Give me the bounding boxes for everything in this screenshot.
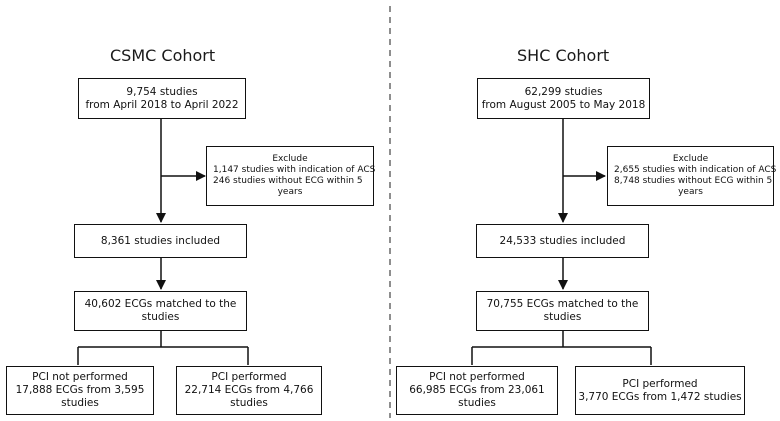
shc-not-performed-line-2: 66,985 ECGs from 23,061 bbox=[409, 384, 545, 396]
shc-pci-performed-box: PCI performed 3,770 ECGs from 1,472 stud… bbox=[575, 366, 745, 415]
shc-matched-line-1: 70,755 ECGs matched to the bbox=[486, 298, 639, 310]
csmc-not-performed-line-3: studies bbox=[61, 397, 99, 409]
csmc-cohort-title: CSMC Cohort bbox=[110, 46, 216, 65]
csmc-matched-box: 40,602 ECGs matched to the studies bbox=[74, 291, 247, 331]
shc-matched-box: 70,755 ECGs matched to the studies bbox=[476, 291, 649, 331]
csmc-pci-performed-box: PCI performed 22,714 ECGs from 4,766 stu… bbox=[176, 366, 322, 415]
csmc-exclude-line-2: 246 studies without ECG within 5 bbox=[213, 176, 363, 186]
csmc-performed-line-1: PCI performed bbox=[211, 371, 287, 383]
csmc-included-text: 8,361 studies included bbox=[100, 234, 221, 247]
csmc-performed-line-2: 22,714 ECGs from 4,766 bbox=[184, 384, 314, 396]
csmc-exclude-line-3: years bbox=[277, 187, 303, 197]
shc-pci-not-performed-box: PCI not performed 66,985 ECGs from 23,06… bbox=[396, 366, 558, 415]
csmc-pci-not-performed-box: PCI not performed 17,888 ECGs from 3,595… bbox=[6, 366, 154, 415]
shc-exclude-line-3: years bbox=[678, 187, 703, 197]
shc-exclude-line-2: 8,748 studies without ECG within 5 bbox=[614, 176, 773, 186]
shc-performed-line-1: PCI performed bbox=[622, 377, 698, 390]
shc-exclude-heading: Exclude bbox=[672, 154, 709, 164]
shc-not-performed-line-1: PCI not performed bbox=[429, 371, 525, 383]
shc-included-box: 24,533 studies included bbox=[476, 224, 649, 258]
csmc-exclude-box: Exclude 1,147 studies with indication of… bbox=[206, 146, 376, 206]
shc-performed-line-2: 3,770 ECGs from 1,472 studies bbox=[578, 390, 742, 403]
csmc-included-box: 8,361 studies included bbox=[74, 224, 247, 258]
shc-initial-studies-box: 62,299 studies from August 2005 to May 2… bbox=[477, 78, 650, 119]
csmc-performed-line-3: studies bbox=[230, 397, 268, 409]
shc-exclude-box: Exclude 2,655 studies with indication of… bbox=[607, 146, 777, 206]
csmc-exclude-heading: Exclude bbox=[272, 154, 308, 164]
shc-not-performed-line-3: studies bbox=[458, 397, 496, 409]
csmc-exclude-line-1: 1,147 studies with indication of ACS bbox=[213, 165, 376, 175]
shc-initial-line-1: 62,299 studies bbox=[524, 85, 603, 98]
csmc-matched-line-2: studies bbox=[141, 311, 180, 323]
shc-exclude-line-1: 2,655 studies with indication of ACS bbox=[614, 165, 777, 175]
shc-initial-line-2: from August 2005 to May 2018 bbox=[481, 98, 646, 111]
csmc-initial-line-1: 9,754 studies bbox=[126, 85, 198, 98]
csmc-not-performed-line-1: PCI not performed bbox=[32, 371, 128, 383]
csmc-matched-line-1: 40,602 ECGs matched to the bbox=[84, 298, 237, 310]
csmc-not-performed-line-2: 17,888 ECGs from 3,595 bbox=[15, 384, 145, 396]
shc-included-text: 24,533 studies included bbox=[499, 234, 626, 247]
csmc-initial-line-2: from April 2018 to April 2022 bbox=[85, 98, 239, 111]
shc-matched-line-2: studies bbox=[543, 311, 582, 323]
csmc-initial-studies-box: 9,754 studies from April 2018 to April 2… bbox=[78, 78, 246, 119]
shc-cohort-title: SHC Cohort bbox=[517, 46, 610, 65]
